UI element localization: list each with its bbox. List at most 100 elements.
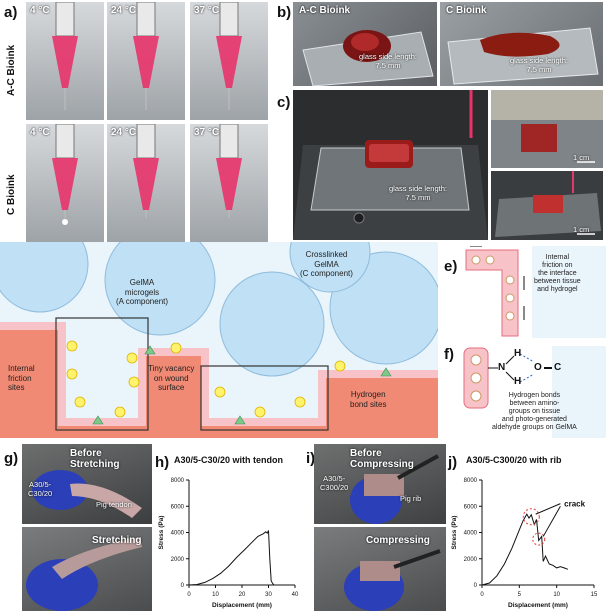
photo-a-r2-c3: 37 °C [190,124,268,242]
chart-j-series-line [481,513,569,586]
chart-j-x-tick-label: 0 [480,592,484,598]
label-hydrogen-bond-sites: Hydrogen bond sites [350,390,387,409]
chart-h-x-tick-label: 30 [265,592,272,598]
row-label-c-bioink: C Bioink [6,174,17,215]
photo-b-ac-bioink: A-C Bioink glass side length: 7.5 mm [293,2,437,86]
syringe-graphic [216,2,242,110]
chart-j-crack-circle [522,508,540,526]
panel-label-f: f) [444,346,454,363]
panel-label-c: c) [277,94,291,111]
inset-top-graphic [491,90,603,163]
panel-label-e: e) [444,258,458,275]
atom-c: C [554,362,562,373]
chart-j-y-tick-label: 2000 [464,557,478,563]
photo-c-inset-bottom: 1 cm [491,171,603,240]
label-hydrogen-bonds: Hydrogen bonds between amino- groups on … [492,392,577,431]
chart-j-title: A30/5-C300/20 with rib [466,455,562,465]
chart-j-x-tick-label: 10 [553,592,560,598]
chart-h-y-label: Stress (Pa) [158,516,165,550]
title-before-compressing: Before Compressing [350,448,414,470]
photo-a-r2-c2: 24 °C [107,124,185,242]
chart-h-y-tick-label: 8000 [171,478,185,484]
chart-j-crack-label: crack [564,500,585,509]
label-pig-rib: Pig rib [400,494,422,503]
syringe-graphic [216,124,242,218]
scale-bar-2: 1 cm [573,225,590,234]
syringe-graphic [133,2,159,110]
chart-h-x-tick-label: 40 [292,592,299,598]
temperature-label: 24 °C [111,127,137,138]
note-b-right: glass side length: 7.5 mm [510,56,568,74]
temperature-label: 4 °C [30,5,50,16]
chart-h-y-tick-label: 6000 [171,504,185,510]
chart-j-crack-circle-2 [532,532,546,546]
photo-c-inset-top: 1 cm [491,90,603,168]
chart-j-y-tick-label: 6000 [464,504,478,510]
panel-label-i: i) [306,450,316,467]
atom-o: O [534,362,542,373]
scale-bar-1: 1 cm [573,153,590,162]
chart-j-x-tick-label: 5 [518,592,522,598]
chart-h-x-tick-label: 0 [187,592,191,598]
chart-h-y-tick-label: 2000 [171,557,185,563]
atom-h-bottom: H [514,376,522,387]
label-sample-i: A30/5- C300/20 [320,474,349,492]
chart-j-y-tick-label: 4000 [464,531,478,537]
panel-d-diagram: GelMA microgels (A component) Crosslinke… [0,211,443,438]
printing-stage [293,90,488,240]
chart-h-title: A30/5-C30/20 with tendon [174,455,284,465]
hydrogen-bond-schematic [463,346,606,438]
photo-g-after: Stretching [22,527,152,611]
chart-h-x-label: Displacement (mm) [212,602,272,609]
photo-i-before: Before Compressing A30/5- C300/20 Pig ri… [314,444,446,524]
glass-slide-ac [302,30,434,86]
chart-j-x-tick-label: 15 [591,592,598,598]
label-tiny-vacancy: Tiny vacancy on wound surface [148,364,195,392]
chart-j-crack-arrow [535,503,561,515]
syringe-graphic [52,2,78,110]
wound-interface-schematic [0,211,443,438]
panel-label-j: j) [448,454,458,471]
label-gelma-microgels: GelMA microgels (A component) [116,278,169,306]
rib-before-graphic [350,454,439,524]
label-internal-friction-interface: Internal friction on the interface betwe… [534,254,581,293]
panel-e-diagram: Internal friction on the interface betwe… [462,245,606,338]
photo-c-main: glass side length: 7.5 mm [293,90,488,240]
panel-label-g: g) [4,450,19,467]
chart-h-y-tick-label: 4000 [171,531,185,537]
photo-i-after: Compressing [314,527,446,611]
chart-j-crack-arrow-2 [542,506,561,537]
panel-f-diagram: N H H O C Hydrogen bonds between amino- … [462,342,606,438]
atom-n: N [498,362,506,373]
tendon-before-graphic [32,470,142,518]
temperature-label: 4 °C [30,127,50,138]
photo-g-before: Before Stretching A30/5- C30/20 Pig tend… [22,444,152,524]
panel-label-h: h) [155,454,170,471]
interface-friction-schematic [465,245,606,338]
chart-j-y-tick-label: 8000 [464,478,478,484]
syringe-graphic [52,124,78,225]
photo-a-r1-c1: 4 °C [26,2,104,120]
syringe-graphic [133,124,159,218]
title-ac-bioink: A-C Bioink [299,5,351,16]
title-compressing: Compressing [366,535,430,546]
photo-a-r1-c3: 37 °C [190,2,268,120]
title-c-bioink: C Bioink [446,5,487,16]
chart-h-y-tick-label: 0 [181,583,185,589]
title-stretching: Stretching [92,535,142,546]
note-b-left: glass side length: 7.5 mm [359,52,417,70]
label-crosslinked-gelma: Crosslinked GelMA (C component) [300,250,353,278]
temperature-label: 37 °C [194,127,220,138]
temperature-label: 37 °C [194,5,220,16]
photo-a-r2-c1: 4 °C [26,124,104,242]
atom-h-top: H [514,348,522,359]
chart-j-y-label: Stress (Pa) [451,516,458,550]
chart-h-series-line [188,530,275,586]
title-before-stretching: Before Stretching [70,448,120,470]
tendon-after-graphic [26,537,142,611]
label-internal-friction: Internal friction sites [8,364,35,392]
label-sample-g: A30/5- C30/20 [28,480,53,498]
row-label-ac-bioink: A-C Bioink [6,44,17,96]
